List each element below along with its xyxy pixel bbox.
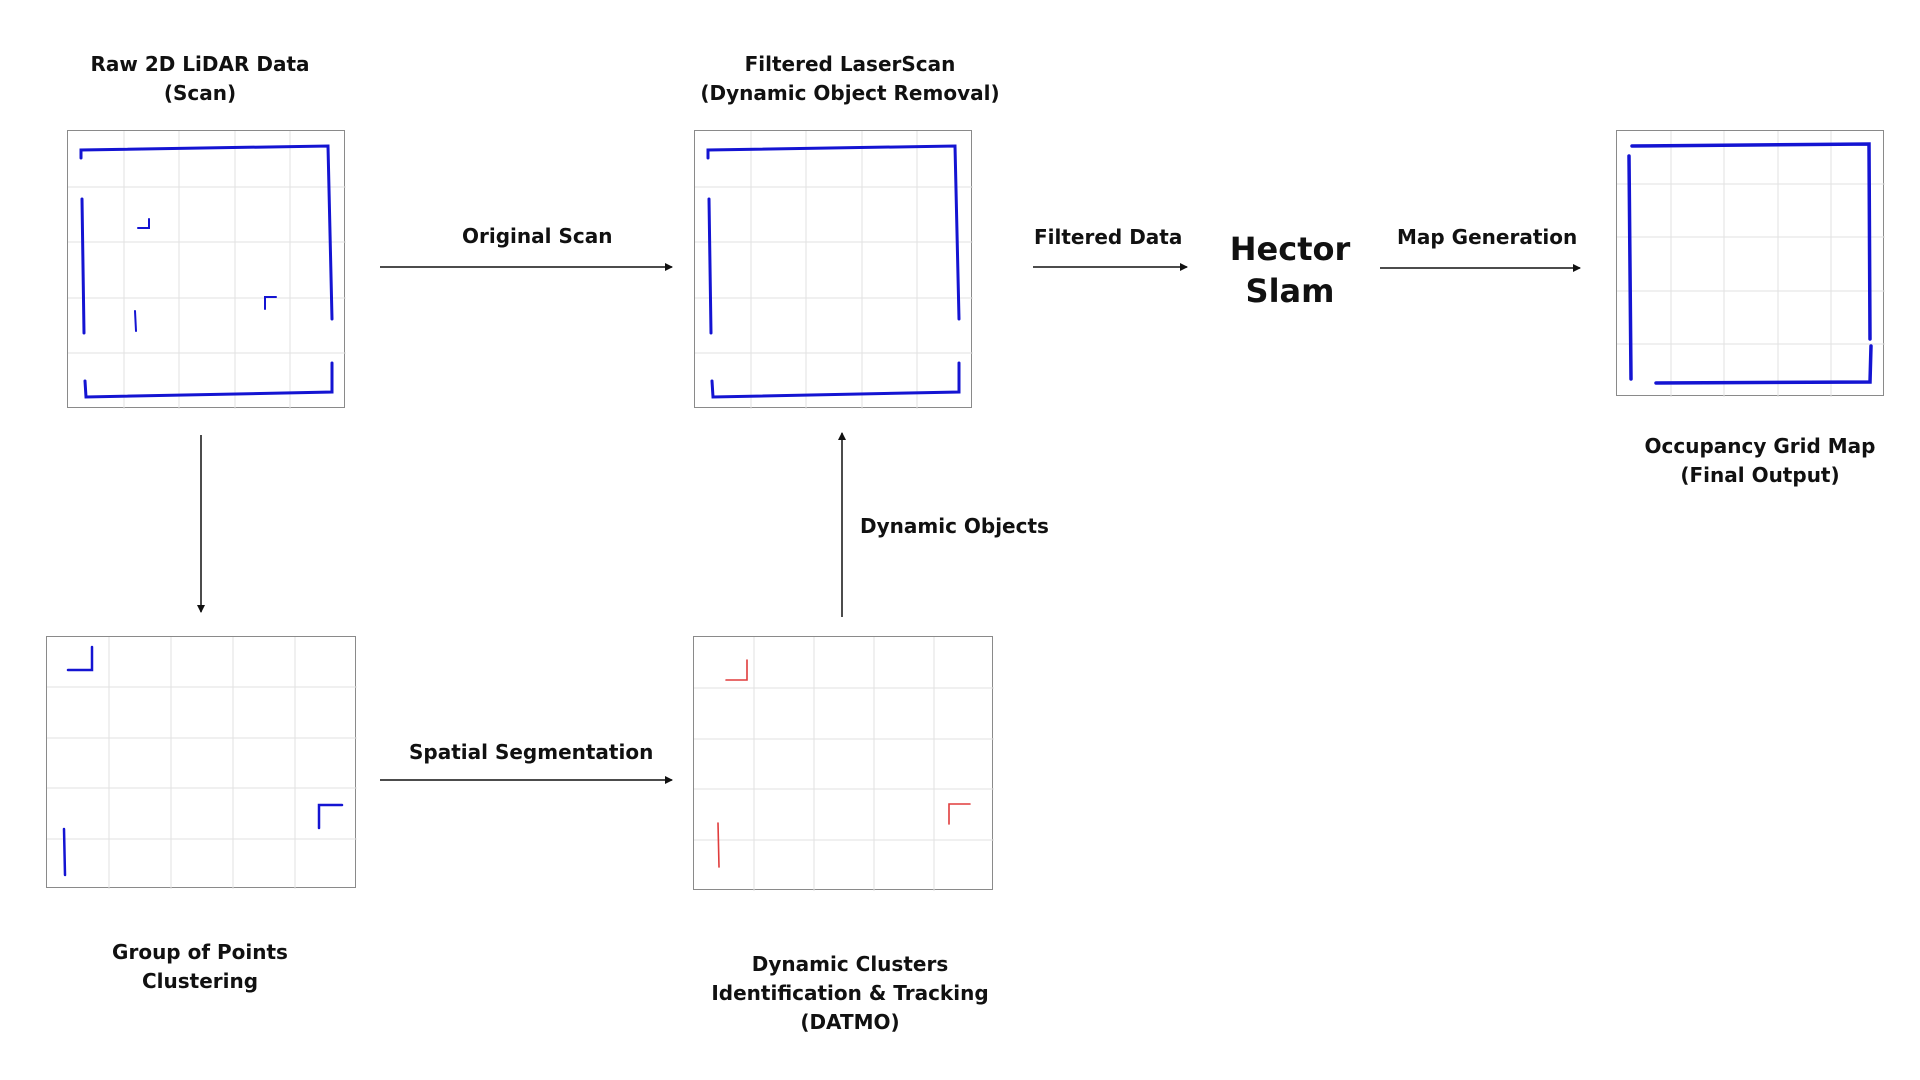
cluster-2 — [62, 827, 67, 877]
map-wall-top — [1630, 142, 1872, 341]
raw-obstacle-3 — [264, 296, 277, 310]
filtered-scan-title-line2: (Dynamic Object Removal) — [700, 81, 1000, 105]
datmo-title-line2: Identification & Tracking — [711, 981, 989, 1005]
filtered-scan-title: Filtered LaserScan (Dynamic Object Remov… — [690, 50, 1010, 108]
occupancy-map-title-line2: (Final Output) — [1680, 463, 1840, 487]
hector-slam-node: Hector Slam — [1220, 228, 1360, 312]
filtered-scan-title-line1: Filtered LaserScan — [744, 52, 956, 76]
raw-obstacle-2 — [134, 310, 137, 332]
clustering-plot — [46, 636, 357, 889]
filtered-scan-plot-canvas — [695, 131, 973, 409]
clustering-title: Group of Points Clustering — [70, 938, 330, 996]
hector-slam-line2: Slam — [1245, 272, 1335, 310]
edge-label-dynamic-objects: Dynamic Objects — [860, 514, 1049, 538]
occupancy-map-title: Occupancy Grid Map (Final Output) — [1610, 432, 1910, 490]
edge-label-map-generation: Map Generation — [1397, 225, 1578, 249]
cluster-3 — [317, 803, 344, 830]
datmo-title: Dynamic Clusters Identification & Tracki… — [690, 950, 1010, 1037]
raw-scan-plot — [67, 130, 346, 409]
clustering-plot-canvas — [47, 637, 357, 889]
clustering-title-line2: Clustering — [141, 969, 259, 993]
occupancy-map-title-line1: Occupancy Grid Map — [1644, 434, 1876, 458]
raw-scan-title: Raw 2D LiDAR Data (Scan) — [70, 50, 330, 108]
raw-wall-top — [79, 144, 334, 321]
datmo-title-line1: Dynamic Clusters — [751, 952, 949, 976]
filtered-wall-left — [707, 197, 713, 335]
edge-label-filtered-data: Filtered Data — [1034, 225, 1183, 249]
filtered-wall-bottom — [710, 361, 961, 399]
cluster-1 — [66, 645, 94, 672]
filtered-scan-plot — [694, 130, 973, 409]
datmo-plot — [693, 636, 994, 891]
raw-wall-left — [80, 197, 86, 335]
raw-obstacle-1 — [137, 218, 150, 229]
occupancy-grid-canvas — [1617, 131, 1885, 397]
dynamic-cluster-3 — [948, 803, 971, 825]
occupancy-grid-plot — [1616, 130, 1885, 397]
raw-scan-title-line2: (Scan) — [163, 81, 237, 105]
raw-scan-title-line1: Raw 2D LiDAR Data — [90, 52, 310, 76]
map-wall-bottom — [1654, 344, 1873, 385]
hector-slam-line1: Hector — [1229, 230, 1351, 268]
edge-label-spatial-segmentation: Spatial Segmentation — [409, 740, 654, 764]
raw-wall-bottom — [83, 361, 334, 399]
datmo-plot-canvas — [694, 637, 994, 891]
datmo-title-line3: (DATMO) — [800, 1010, 900, 1034]
dynamic-cluster-2 — [717, 822, 720, 868]
clustering-title-line1: Group of Points — [112, 940, 288, 964]
edge-label-original-scan: Original Scan — [462, 224, 613, 248]
map-wall-left — [1627, 154, 1633, 381]
dynamic-cluster-1 — [725, 659, 748, 681]
filtered-wall-top — [706, 144, 961, 321]
raw-scan-plot-canvas — [68, 131, 346, 409]
